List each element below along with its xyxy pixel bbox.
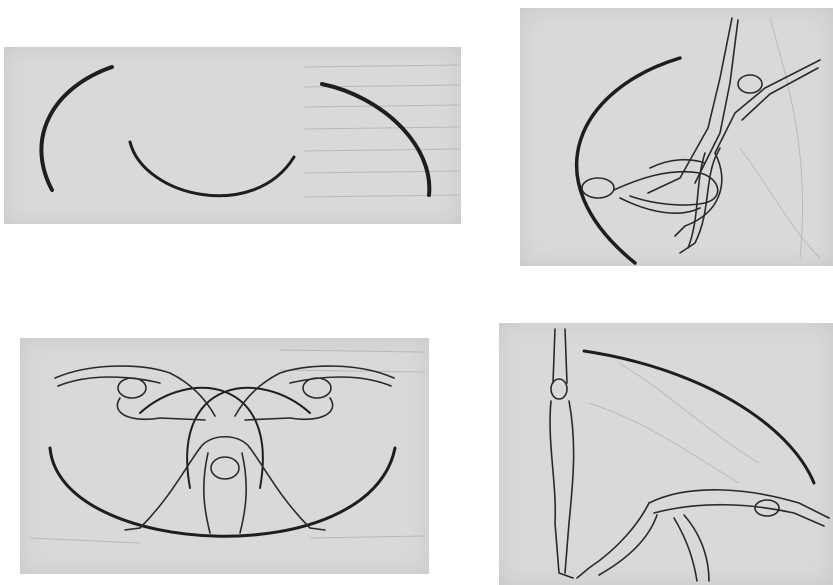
bending-figure [125,437,325,533]
symmetric-figures-panel [20,338,429,574]
bent-lunging-figure [577,490,829,581]
standing-to-bend-panel [499,323,833,585]
overlaid-backbend-figures [582,18,820,253]
middle-arc [130,142,294,196]
symmetric-figures-drawing [20,338,429,574]
backbend-drawing [520,8,833,266]
sweeping-arc [577,58,680,263]
three-arcs-panel [4,47,461,224]
left-arc [41,67,112,190]
three-arcs-drawing [4,47,461,224]
right-arc [322,84,429,195]
large-bowl-arc [50,448,395,536]
standing-figure [550,329,574,578]
sweeping-arc [584,351,814,483]
standing-to-bend-drawing [499,323,833,585]
backbend-figure-panel [520,8,833,266]
